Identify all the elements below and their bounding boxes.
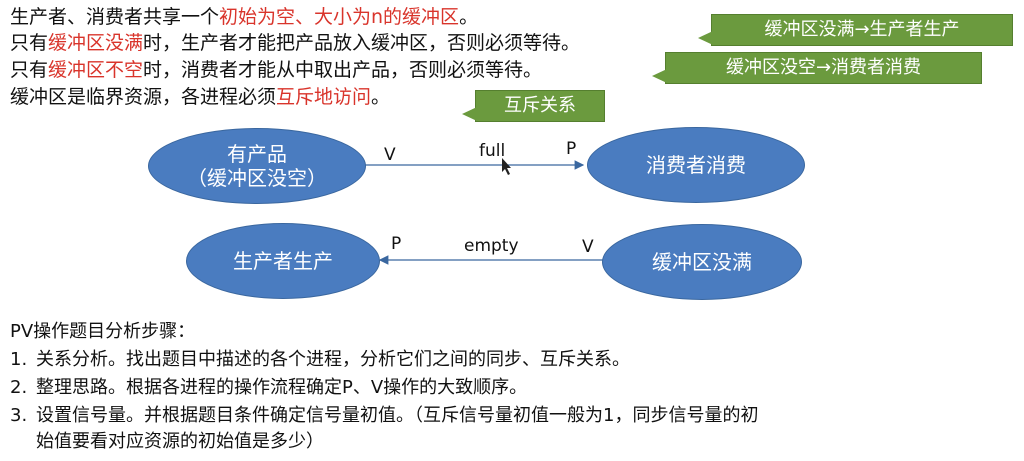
step-number: 1. [10, 349, 28, 370]
intro-line-3: 只有缓冲区不空时，消费者才能从中取出产品，否则必须等待。 [10, 58, 542, 82]
edge-full-from-op: V [384, 145, 396, 165]
step-text: 设置信号量。并根据题目条件确定信号量初值。（互斥信号量初值一般为1，同步信号量的… [36, 405, 759, 426]
step-text: 关系分析。找出题目中描述的各个进程，分析它们之间的同步、互斥关系。 [36, 349, 630, 370]
step-item: 1. 关系分析。找出题目中描述的各个进程，分析它们之间的同步、互斥关系。 [10, 348, 630, 372]
intro-line-2-post: 时，生产者才能把产品放入缓冲区，否则必须等待。 [143, 32, 581, 54]
intro-line-3-pre: 只有 [10, 59, 49, 81]
intro-line-1-end: 。 [459, 6, 479, 28]
node-producer-produce: 生产者生产 [186, 223, 380, 299]
step-item: 3. 设置信号量。并根据题目条件确定信号量初值。（互斥信号量初值一般为1，同步信号… [10, 404, 758, 428]
intro-line-1-plain: 生产者、消费者共享一个 [10, 6, 220, 28]
node-has-product-line1: 有产品 [227, 142, 287, 166]
intro-line-3-highlight: 缓冲区不空 [48, 59, 144, 81]
step-item-continuation: 始值要看对应资源的初始值是多少） [36, 431, 324, 452]
intro-line-4: 缓冲区是临界资源，各进程必须互斥地访问。 [10, 85, 390, 109]
edge-empty-to-op: P [391, 234, 402, 254]
node-consumer-consume: 消费者消费 [587, 127, 805, 203]
intro-line-4-highlight: 互斥地访问 [276, 86, 372, 108]
mouse-cursor-icon [502, 158, 511, 175]
intro-line-1-highlight: 初始为空、大小为n的缓冲区 [219, 6, 460, 28]
node-has-product: 有产品 （缓冲区没空） [148, 128, 366, 204]
intro-line-4-post: 。 [371, 86, 391, 108]
step-item: 2. 整理思路。根据各进程的操作流程确定P、V操作的大致顺序。 [10, 376, 527, 400]
node-consumer-label: 消费者消费 [646, 153, 746, 177]
step-text: 整理思路。根据各进程的操作流程确定P、V操作的大致顺序。 [36, 377, 528, 398]
node-has-product-line2: （缓冲区没空） [187, 166, 327, 190]
edge-empty-from-op: V [582, 237, 594, 257]
intro-line-4-pre: 缓冲区是临界资源，各进程必须 [10, 86, 277, 108]
intro-line-1: 生产者、消费者共享一个初始为空、大小为n的缓冲区。 [10, 5, 478, 29]
edge-full-label: full [479, 141, 506, 161]
intro-line-2-pre: 只有 [10, 32, 49, 54]
intro-line-2-highlight: 缓冲区没满 [48, 32, 144, 54]
node-not-full-label: 缓冲区没满 [652, 250, 752, 274]
intro-line-3-post: 时，消费者才能从中取出产品，否则必须等待。 [143, 59, 543, 81]
edge-empty-label: empty [464, 236, 519, 256]
step-number: 3. [10, 405, 28, 426]
callout-mutex-relation: 互斥关系 [462, 90, 605, 122]
node-buffer-not-full: 缓冲区没满 [602, 224, 802, 300]
intro-line-2: 只有缓冲区没满时，生产者才能把产品放入缓冲区，否则必须等待。 [10, 31, 580, 55]
callout-buffer-not-empty: 缓冲区没空→消费者消费 [652, 52, 982, 84]
node-producer-label: 生产者生产 [233, 249, 333, 273]
step-number: 2. [10, 377, 28, 398]
edge-full-to-op: P [566, 139, 577, 159]
callout-buffer-not-full: 缓冲区没满→生产者生产 [698, 14, 1013, 46]
steps-title: PV操作题目分析步骤： [10, 321, 196, 342]
